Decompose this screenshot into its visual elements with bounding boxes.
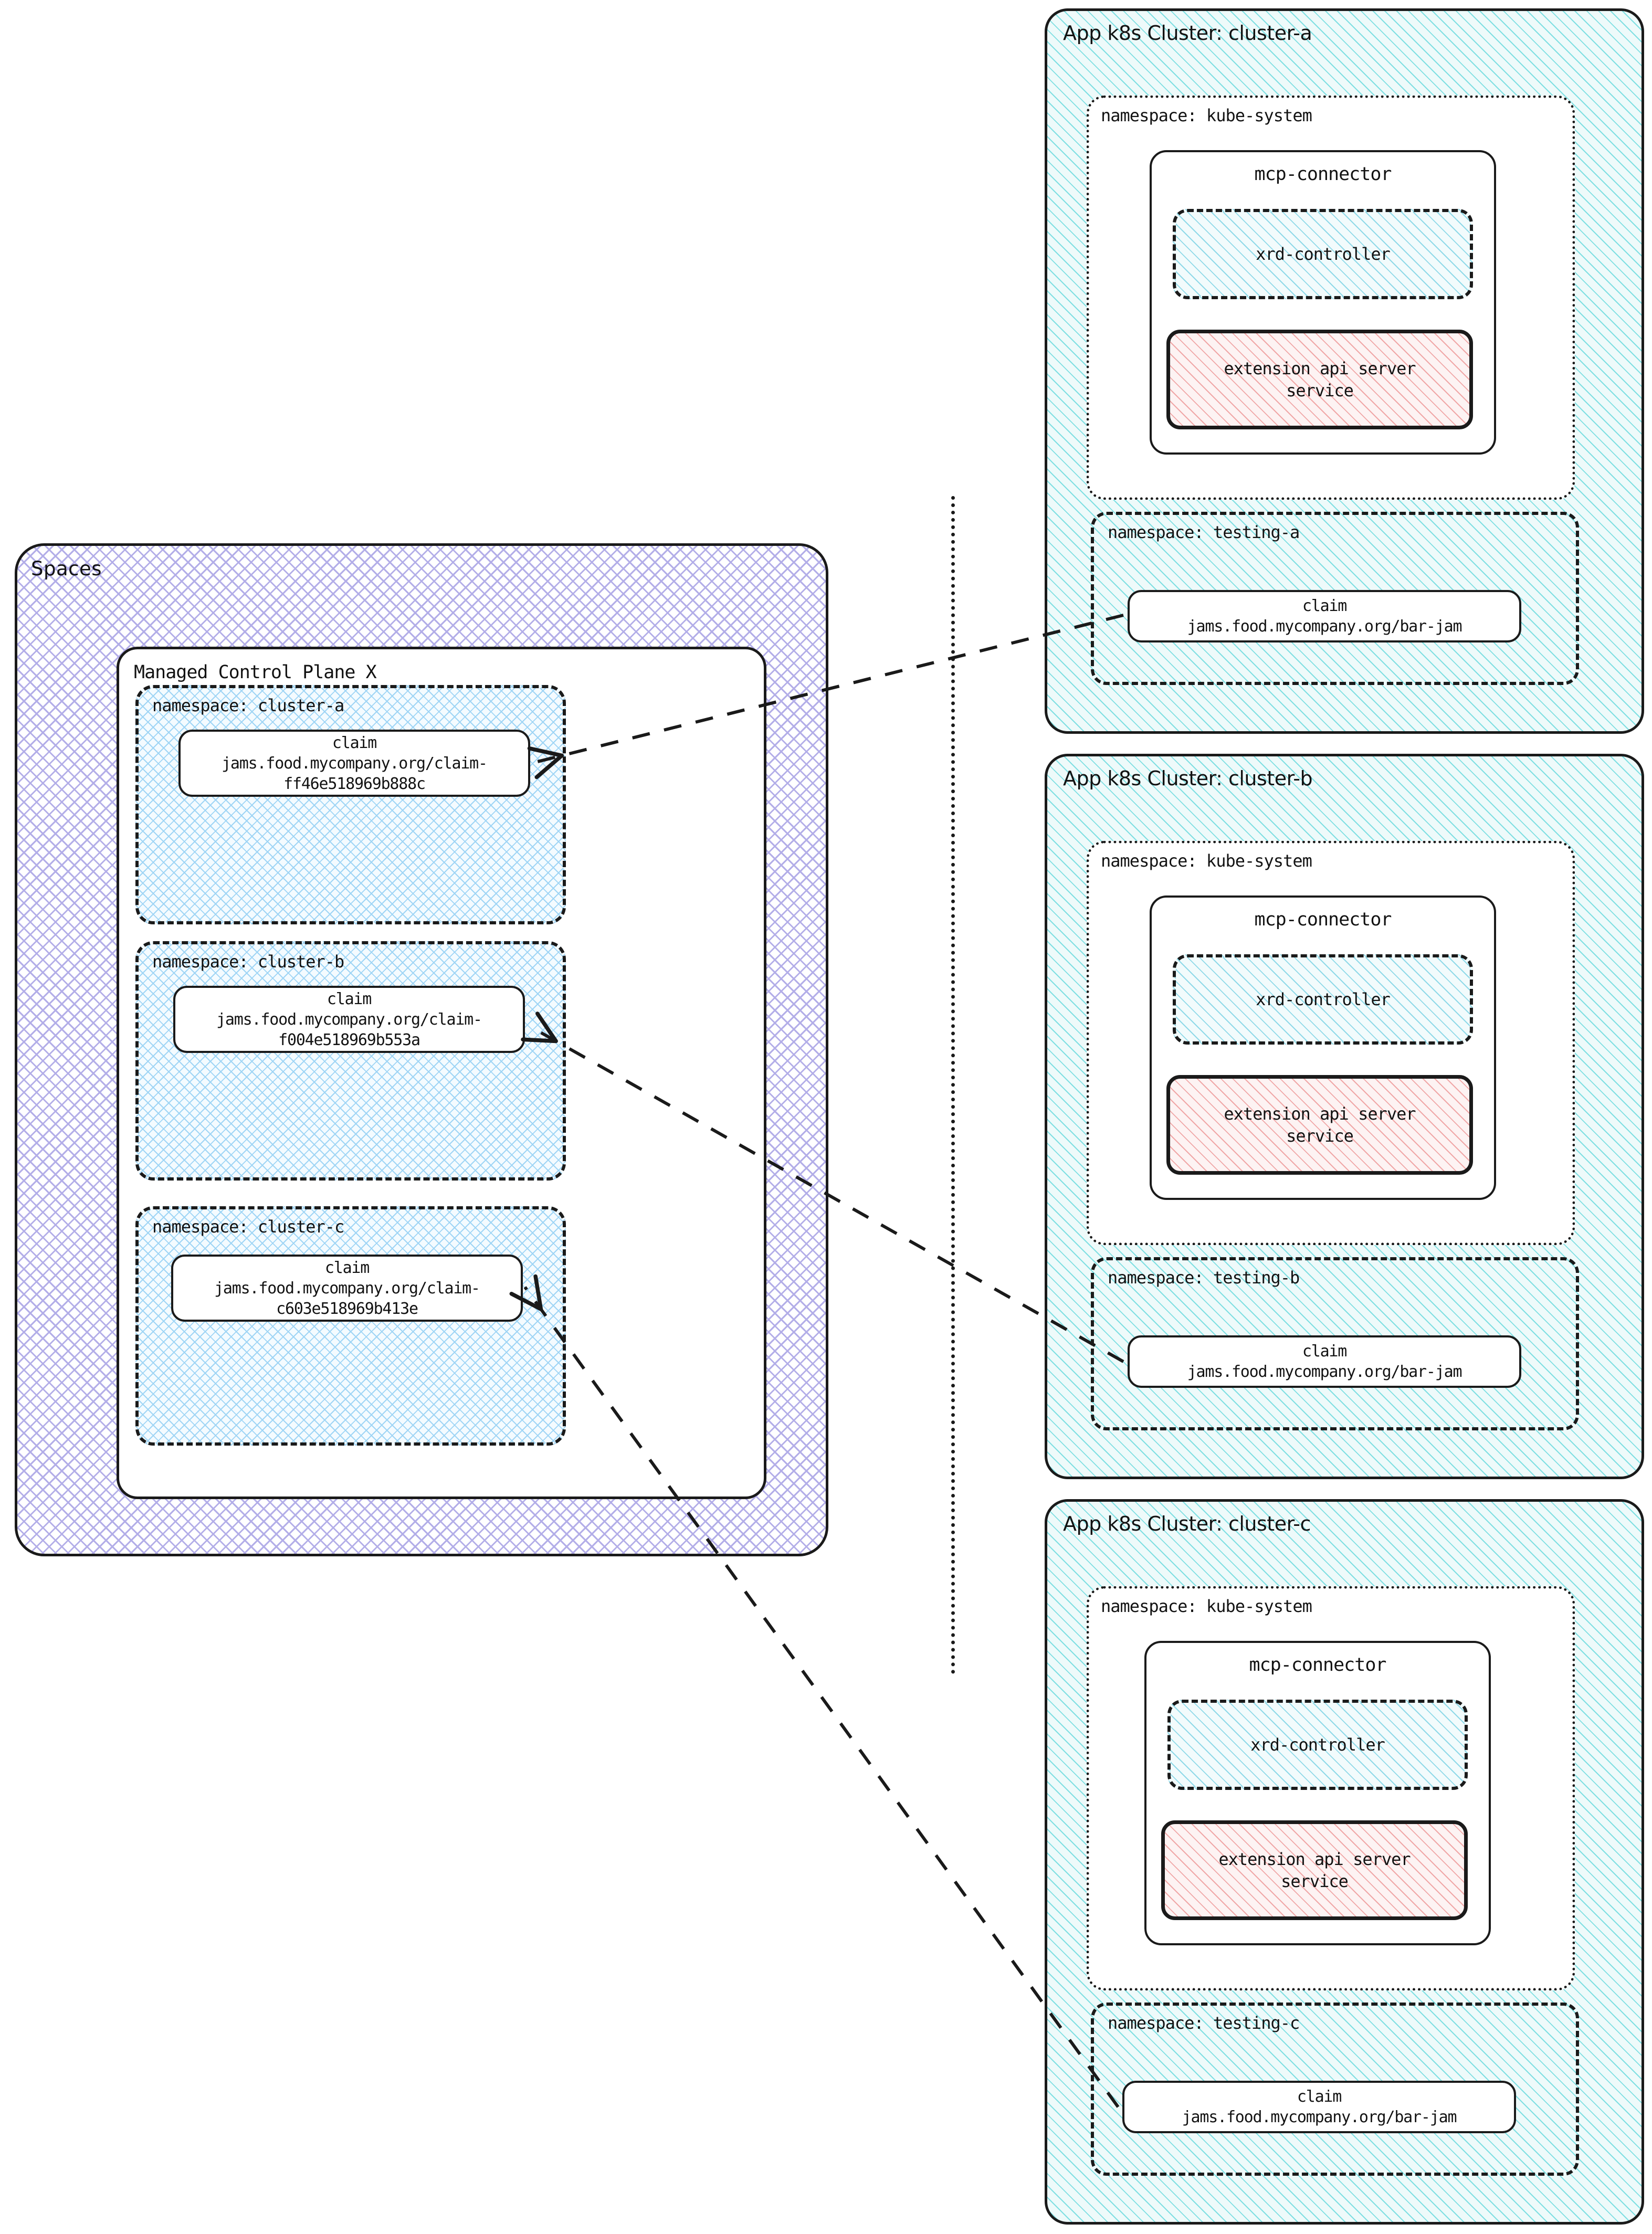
cluster-a-kube-system-label: namespace: kube-system — [1101, 106, 1312, 125]
mcp-claim-cluster-a[interactable]: claim jams.food.mycompany.org/claim- ff4… — [178, 730, 530, 797]
app-cluster-a-label: App k8s Cluster: cluster-a — [1063, 22, 1312, 45]
claim-line3: ff46e518969b888c — [283, 774, 426, 793]
cluster-c-claim-bar-jam[interactable]: claim jams.food.mycompany.org/bar-jam — [1122, 2081, 1516, 2133]
claim-title: claim — [1302, 1342, 1348, 1361]
claim-line3: f004e518969b553a — [278, 1030, 420, 1049]
claim-title: claim — [1302, 597, 1348, 615]
cluster-c-xrd-controller: xrd-controller — [1167, 1700, 1468, 1790]
mcp-namespace-cluster-a: namespace: cluster-a — [135, 685, 566, 924]
cluster-c-kube-system-label: namespace: kube-system — [1101, 1596, 1312, 1616]
mcp-namespace-cluster-b: namespace: cluster-b — [135, 941, 566, 1181]
cluster-a-xrd-controller-label: xrd-controller — [1256, 244, 1391, 264]
cluster-b-xrd-controller-label: xrd-controller — [1256, 989, 1391, 1009]
mcp-claim-cluster-b[interactable]: claim jams.food.mycompany.org/claim- f00… — [173, 986, 525, 1053]
claim-line2: jams.food.mycompany.org/bar-jam — [1187, 1363, 1462, 1381]
claim-line2: jams.food.mycompany.org/bar-jam — [1182, 2108, 1457, 2126]
mcp-claim-cluster-c[interactable]: claim jams.food.mycompany.org/claim- c60… — [171, 1255, 523, 1322]
cluster-a-mcp-connector-title: mcp-connector — [1254, 164, 1392, 185]
mcp-namespace-cluster-b-label: namespace: cluster-b — [152, 952, 344, 972]
claim-line2: jams.food.mycompany.org/claim- — [216, 1010, 482, 1029]
ext-api-line1: extension api server — [1218, 1849, 1411, 1869]
claim-line3: c603e518969b413e — [276, 1299, 418, 1318]
app-cluster-b-label: App k8s Cluster: cluster-b — [1063, 767, 1313, 790]
ext-api-line2: service — [1281, 1871, 1349, 1891]
cluster-c-extension-api-server: extension api server service — [1161, 1820, 1468, 1920]
ext-api-line2: service — [1286, 1126, 1354, 1146]
cluster-b-kube-system-label: namespace: kube-system — [1101, 851, 1312, 871]
cluster-a-namespace-testing-a: namespace: testing-a — [1091, 512, 1579, 685]
mcp-namespace-cluster-c-label: namespace: cluster-c — [152, 1217, 344, 1237]
spaces-label: Spaces — [31, 557, 102, 580]
app-cluster-c-label: App k8s Cluster: cluster-c — [1063, 1512, 1311, 1535]
cluster-c-mcp-connector-title: mcp-connector — [1249, 1655, 1387, 1675]
cluster-b-mcp-connector-title: mcp-connector — [1254, 909, 1392, 930]
claim-title: claim — [1297, 2088, 1342, 2106]
cluster-b-xrd-controller: xrd-controller — [1173, 954, 1473, 1045]
mcp-namespace-cluster-c: namespace: cluster-c — [135, 1206, 566, 1446]
cluster-a-xrd-controller: xrd-controller — [1173, 209, 1473, 299]
cluster-c-testing-label: namespace: testing-c — [1108, 2013, 1300, 2033]
claim-title: claim — [332, 733, 377, 752]
claim-title: claim — [327, 989, 372, 1008]
managed-control-plane-label: Managed Control Plane X — [134, 662, 377, 683]
cluster-b-claim-bar-jam[interactable]: claim jams.food.mycompany.org/bar-jam — [1128, 1335, 1521, 1388]
ext-api-line2: service — [1286, 381, 1354, 401]
cluster-a-testing-label: namespace: testing-a — [1108, 522, 1300, 542]
ext-api-line1: extension api server — [1224, 358, 1416, 378]
vertical-divider — [951, 496, 955, 1674]
claim-line2: jams.food.mycompany.org/claim- — [214, 1279, 480, 1298]
mcp-namespace-cluster-a-label: namespace: cluster-a — [152, 696, 344, 715]
claim-line2: jams.food.mycompany.org/claim- — [222, 754, 488, 773]
cluster-b-extension-api-server: extension api server service — [1166, 1075, 1473, 1175]
claim-line2: jams.food.mycompany.org/bar-jam — [1187, 617, 1462, 636]
ext-api-line1: extension api server — [1224, 1103, 1416, 1124]
cluster-c-xrd-controller-label: xrd-controller — [1250, 1735, 1385, 1755]
cluster-a-claim-bar-jam[interactable]: claim jams.food.mycompany.org/bar-jam — [1128, 590, 1521, 642]
cluster-b-testing-label: namespace: testing-b — [1108, 1268, 1300, 1288]
cluster-a-extension-api-server: extension api server service — [1166, 330, 1473, 429]
claim-title: claim — [324, 1258, 370, 1277]
